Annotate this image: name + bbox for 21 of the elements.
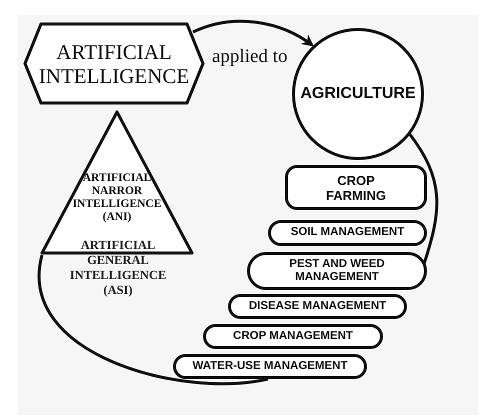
process-box <box>268 220 427 246</box>
node-label: CROP FARMING <box>325 172 387 202</box>
edge-label: applied to <box>212 46 288 68</box>
process-box <box>203 324 383 349</box>
node-label: DISEASE MANAGEMENT <box>248 298 386 314</box>
node-label: PEST AND WEED MANAGEMENT <box>288 258 386 284</box>
process-box <box>247 252 427 290</box>
hexagon-node <box>23 22 205 105</box>
node-label: ARTIFICIAL INTELLIGENCE <box>38 40 190 88</box>
process-box <box>285 165 427 210</box>
node-label: WATER-USE MANAGEMENT <box>192 358 348 374</box>
text-label: ARTIFICIAL GENERAL INTELLIGENCE (ASI) <box>68 238 168 298</box>
connector-line <box>38 254 268 386</box>
node-label: AGRICULTURE <box>300 84 416 104</box>
process-box <box>173 354 367 379</box>
process-box <box>228 294 407 319</box>
triangle-node <box>40 110 194 255</box>
node-label: ARTIFICIAL NARROR INTELLIGENCE (ANI) <box>72 172 162 224</box>
node-label: CROP MANAGEMENT <box>233 328 353 344</box>
node-label: SOIL MANAGEMENT <box>290 225 404 240</box>
curved-arrow <box>192 20 314 46</box>
